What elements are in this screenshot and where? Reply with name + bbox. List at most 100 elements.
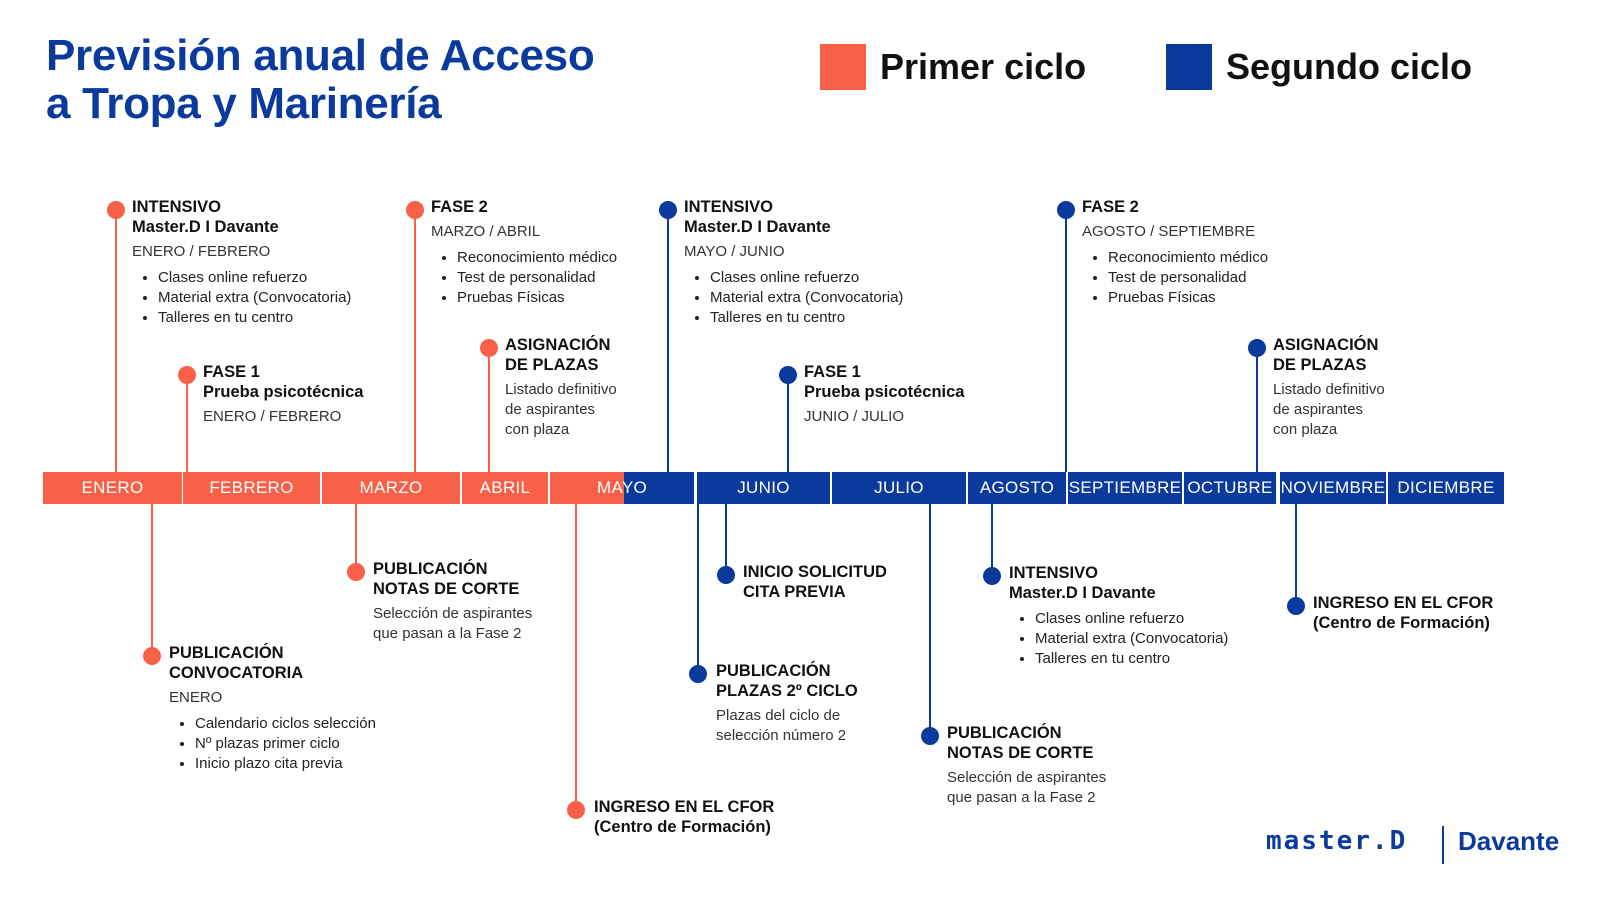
connector-line-fase1-1 — [186, 375, 188, 472]
event-date: ENERO / FEBRERO — [132, 243, 271, 260]
connector-line-cita-previa — [725, 504, 727, 575]
event-description: Plazas del ciclo de selección número 2 — [716, 706, 858, 746]
event-title-line: PUBLICACIÓN — [947, 724, 1062, 742]
event-title-line: INGRESO EN EL CFOR — [1313, 594, 1494, 612]
event-title-line: Prueba psicotécnica — [203, 383, 364, 401]
event-description-line: Plazas del ciclo de — [716, 707, 841, 724]
event-plazas-2: PUBLICACIÓN PLAZAS 2º CICLO Plazas del cic… — [716, 661, 858, 746]
month-segment-abril: ABRIL — [462, 472, 548, 504]
connector-line-intensivo-3 — [991, 504, 993, 576]
event-bullet-item: Reconocimiento médico — [1108, 248, 1268, 268]
brand-master-logo: master.D — [1266, 826, 1408, 856]
event-title-line: FASE 2 — [1082, 198, 1139, 216]
month-label: MARZO — [359, 478, 423, 497]
month-label: AGOSTO — [979, 478, 1055, 497]
event-bullet-item: Reconocimiento médico — [457, 248, 617, 268]
legend-label-primer: Primer ciclo — [880, 46, 1087, 87]
event-title-line: NOTAS DE CORTE — [947, 744, 1094, 762]
event-description-line: Selección de aspirantes — [373, 605, 533, 622]
milestone-dot-cfor-1 — [567, 801, 585, 819]
event-bullet-item: Clases online refuerzo — [1035, 609, 1228, 629]
event-title-line: (Centro de Formación) — [594, 818, 771, 836]
title-line-2: a Tropa y Marinería — [46, 79, 442, 128]
event-bullet-item: Pruebas Físicas — [1108, 288, 1268, 308]
brand-davante-logo: Davante — [1458, 826, 1560, 856]
legend-primer-ciclo: Primer ciclo — [820, 44, 1086, 90]
event-bullet-list: Reconocimiento médicoTest de personalida… — [431, 248, 617, 308]
event-title-line: INICIO SOLICITUD — [743, 563, 887, 581]
event-title-line: FASE 1 — [203, 363, 260, 381]
event-title-line: CITA PREVIA — [743, 583, 846, 601]
event-title-line: Master.D I Davante — [132, 218, 279, 236]
event-cfor-2: INGRESO EN EL CFOR(Centro de Formación) — [1313, 593, 1493, 633]
month-label: NOVIEMBRE — [1280, 478, 1386, 497]
milestone-dot-fase2-2 — [1057, 201, 1075, 219]
event-title-line: FASE 1 — [804, 363, 861, 381]
milestone-dot-plazas-2 — [689, 665, 707, 683]
event-bullet-list: Calendario ciclos selecciónNº plazas pri… — [169, 714, 376, 774]
event-title-line: CONVOCATORIA — [169, 664, 304, 682]
event-description-line: con plaza — [505, 421, 570, 438]
event-convocatoria: PUBLICACIÓNCONVOCATORIAENEROCalendario c… — [169, 643, 376, 774]
connector-line-asignacion-2 — [1256, 348, 1258, 472]
event-bullet-list: Clases online refuerzoMaterial extra (Co… — [684, 268, 903, 328]
event-title-line: DE PLAZAS — [1273, 356, 1367, 374]
connector-line-fase2-1 — [414, 210, 416, 472]
milestone-dot-notas-1 — [347, 563, 365, 581]
milestone-dot-intensivo-2 — [659, 201, 677, 219]
connector-line-cfor-2 — [1295, 504, 1297, 606]
event-title-line: FASE 2 — [431, 198, 488, 216]
event-title-line: PUBLICACIÓN — [169, 644, 284, 662]
legend-segundo-ciclo: Segundo ciclo — [1166, 44, 1472, 90]
milestone-dot-convocatoria — [143, 647, 161, 665]
event-bullet-item: Test de personalidad — [1108, 268, 1268, 288]
milestone-dot-notas-2 — [921, 727, 939, 745]
month-segment-junio: JUNIO — [697, 472, 830, 504]
event-cita-previa: INICIO SOLICITUD CITA PREVIA — [743, 562, 887, 602]
event-title-line: PUBLICACIÓN — [716, 662, 831, 680]
event-description-line: de aspirantes — [1273, 401, 1364, 418]
milestone-dot-fase1-2 — [779, 366, 797, 384]
event-bullet-item: Material extra (Convocatoria) — [710, 288, 903, 308]
month-label: DICIEMBRE — [1397, 478, 1495, 497]
event-title-line: Master.D I Davante — [1009, 584, 1156, 602]
event-date: MAYO / JUNIO — [684, 243, 785, 260]
event-description-line: que pasan a la Fase 2 — [373, 625, 522, 642]
event-title-line: INTENSIVO — [132, 198, 221, 216]
event-title-line: Master.D I Davante — [684, 218, 831, 236]
month-label: JULIO — [874, 478, 924, 497]
milestone-dot-fase1-1 — [178, 366, 196, 384]
connector-line-fase1-2 — [787, 375, 789, 472]
event-title-line: DE PLAZAS — [505, 356, 599, 374]
connector-line-intensivo-2 — [667, 210, 669, 472]
event-title-line: INTENSIVO — [1009, 564, 1098, 582]
milestone-dot-intensivo-3 — [983, 567, 1001, 585]
event-bullet-item: Test de personalidad — [457, 268, 617, 288]
event-notas-2: PUBLICACIÓN NOTAS DE CORTE Selección de as… — [947, 723, 1106, 808]
event-title-line: PUBLICACIÓN — [373, 560, 488, 578]
event-bullet-list: Clases online refuerzoMaterial extra (Co… — [1009, 609, 1228, 669]
month-segment-marzo: MARZO — [322, 472, 460, 504]
event-title-line: PLAZAS 2º CICLO — [716, 682, 858, 700]
event-date: JUNIO / JULIO — [804, 408, 905, 425]
milestone-dot-asignacion-1 — [480, 339, 498, 357]
connector-line-notas-2 — [929, 504, 931, 736]
month-label: MAYO — [596, 478, 647, 497]
month-segment-octubre: OCTUBRE — [1184, 472, 1276, 504]
connector-line-plazas-2 — [697, 504, 699, 674]
event-bullet-list: Reconocimiento médicoTest de personalida… — [1082, 248, 1268, 308]
event-cfor-1: INGRESO EN EL CFOR(Centro de Formación) — [594, 797, 774, 837]
brand-divider — [1442, 826, 1444, 864]
legend-label-segundo: Segundo ciclo — [1226, 46, 1473, 87]
month-segment-julio: JULIO — [832, 472, 966, 504]
event-description-line: selección número 2 — [716, 727, 847, 744]
